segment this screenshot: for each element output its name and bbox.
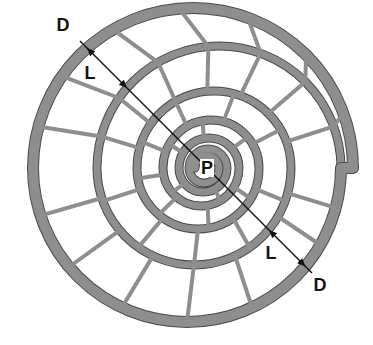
- dimension-label: D: [313, 276, 328, 294]
- dimension-label: L: [84, 64, 97, 82]
- measure-line: [80, 41, 312, 273]
- dimension-label: D: [56, 16, 71, 34]
- septa: [38, 9, 343, 322]
- dimension-label: L: [265, 244, 278, 262]
- arrowheads: [87, 48, 305, 266]
- spiral-wall: [33, 8, 353, 322]
- center-label: P: [200, 159, 214, 177]
